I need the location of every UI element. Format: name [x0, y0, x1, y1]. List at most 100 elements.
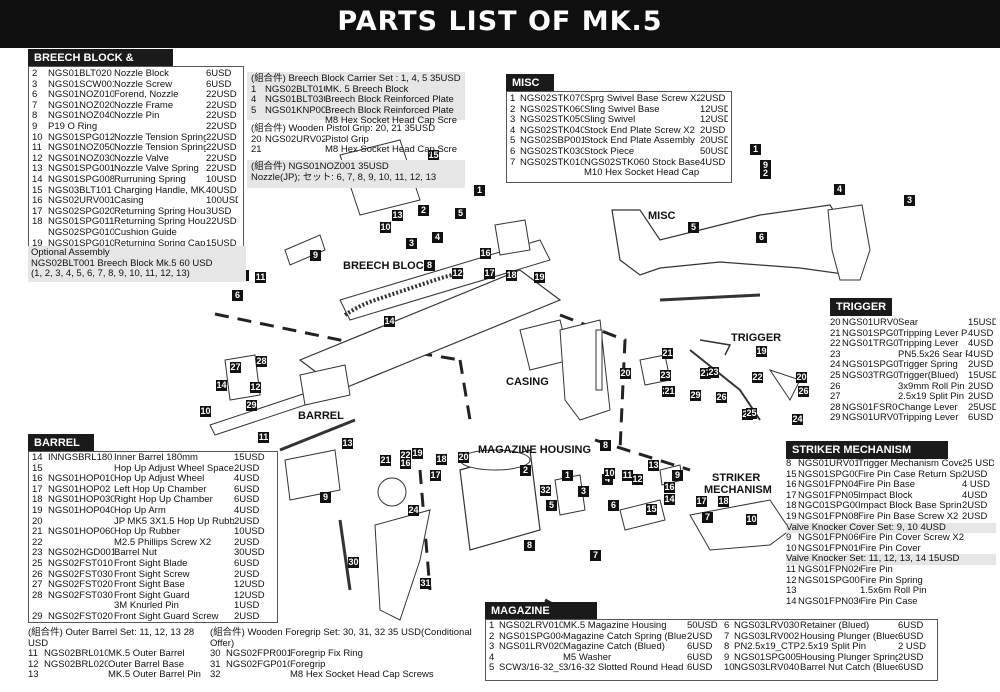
part-name: Charging Handle, MK.5	[114, 185, 206, 196]
part-name: Fire Pin Cover Screw X2	[860, 533, 965, 544]
part-code: NGS01FPN030	[798, 596, 860, 607]
part-name: Tripping Lever Pawl	[898, 328, 968, 339]
part-no: 26	[830, 381, 841, 392]
part-price: 3USD	[206, 206, 232, 217]
part-price: 30USD	[234, 548, 265, 559]
part-code: NGS02STK010	[520, 157, 584, 168]
callout-number: 19	[412, 448, 423, 459]
part-no: 2	[32, 69, 38, 79]
part-row: 10NGS01FPN010Fire Pin Cover	[786, 544, 996, 555]
callout-number: 9	[760, 160, 771, 171]
part-name: M5 Washer	[563, 652, 612, 663]
callout-number: 27	[230, 362, 241, 373]
part-code: NGS02URV001	[48, 196, 114, 207]
part-code: NGS02LRV010	[499, 621, 563, 631]
part-price: 4USD	[234, 505, 260, 516]
part-price: 50USD	[687, 621, 718, 631]
part-code: NGS01HOP030	[48, 495, 114, 506]
part-name: Foregrip Fix Ring	[290, 649, 363, 660]
part-name: Returning Spring Cap	[114, 238, 206, 249]
callout-number: 4	[432, 232, 443, 243]
part-row: 24NGS01SPG003Trigger Spring2USD	[830, 360, 996, 371]
nozzle-set-box: (組合件) NGS01NOZ001 35USD Nozzle(JP); セット:…	[247, 160, 465, 188]
callout-number: 4	[834, 184, 845, 195]
callout-number: 12	[250, 382, 261, 393]
callout-number: 2	[418, 205, 429, 216]
callout-number: 10	[604, 468, 615, 479]
part-code: NGS01FPN080	[798, 511, 858, 522]
part-price: 2USD	[687, 631, 713, 642]
optional-line: NGS02BLT001 Breech Block Mk.5 60 USD	[31, 257, 213, 269]
part-code: NGS03TRG010	[842, 370, 898, 381]
nozzle-line-2: Nozzle(JP); セット: 6, 7, 8, 9, 10, 11, 12,…	[251, 171, 437, 183]
part-code: PN2.5x19_CTP	[734, 642, 800, 653]
part-row: 21NGS01SPG008Tripping Lever Pawl4USD	[830, 329, 996, 340]
part-code: NGS01SPG010	[48, 238, 114, 249]
callout-number: 20	[796, 372, 807, 383]
part-price: 4USD	[700, 157, 726, 168]
striker-header: STRIKER MECHANISM	[786, 441, 948, 459]
callout-number: 2	[760, 168, 771, 179]
part-no: 20	[32, 516, 43, 527]
part-code: P19 O Ring	[48, 121, 98, 132]
part-no: 14	[786, 596, 797, 607]
part-code: NGS02SBP001	[520, 136, 584, 147]
optional-parts: (1, 2, 3, 4, 5, 6, 7, 8, 9, 10, 11, 12, …	[31, 268, 190, 280]
part-price: 22USD	[206, 90, 237, 101]
callout-number: 12	[632, 474, 643, 485]
part-name: Nozzle Frame	[114, 100, 174, 111]
part-price: 25USD	[968, 402, 996, 413]
part-code: NGS02STK030	[520, 146, 584, 157]
callout-number: 13	[648, 460, 659, 471]
part-no: 17	[786, 490, 797, 501]
part-name: Trigger(Blued)	[898, 370, 959, 381]
callout-number: 16	[664, 482, 675, 493]
part-name: Impact Block Base Spring X2	[858, 501, 962, 512]
label-misc: MISC	[648, 210, 676, 222]
part-price: 22USD	[206, 121, 237, 132]
part-name: Stock End Plate Screw X2	[584, 125, 695, 136]
part-name: 3M Knurled Pin	[114, 601, 179, 612]
part-no: 32	[210, 670, 221, 681]
part-price: 2USD	[962, 511, 988, 522]
part-name: MK.5 Outer Barrel	[108, 649, 185, 660]
part-no: 2	[510, 104, 516, 115]
part-price: 2USD	[234, 611, 260, 622]
part-code: NGS01BLT020	[48, 69, 112, 79]
part-name: Right Hop Up Chamber	[114, 495, 213, 506]
part-no: 11	[28, 649, 38, 660]
part-name: Forend, Nozzle	[114, 90, 179, 101]
part-name: Foregrip	[290, 659, 326, 670]
part-name: Breech Block Reinforced Plate Pin	[325, 105, 457, 116]
nozzle-line-1: (組合件) NGS01NOZ001 35USD	[251, 161, 389, 172]
part-name: Fire Pin Spring	[860, 575, 923, 586]
callout-number: 27	[700, 368, 711, 379]
part-name: Barrel Nut	[114, 548, 157, 559]
part-name: Nozzle Valve	[114, 153, 169, 164]
part-code: SCW3/16-32_SR	[499, 663, 563, 674]
label-barrel: BARREL	[298, 410, 344, 422]
part-name: Magazine Catch (Blued)	[563, 642, 665, 653]
callout-number: 5	[455, 208, 466, 219]
part-name: M8 Hex Socket Head Cap Screws	[325, 145, 457, 156]
part-name: Magazine Catch Spring (Blued)	[563, 631, 687, 642]
part-price: 22USD	[206, 217, 237, 228]
part-code: NGS02HGD001	[48, 548, 114, 559]
part-code: NGS01TRG020	[842, 339, 898, 350]
part-name: NGS02STK060 Stock Base	[584, 157, 700, 168]
part-price: 6USD	[898, 663, 924, 674]
